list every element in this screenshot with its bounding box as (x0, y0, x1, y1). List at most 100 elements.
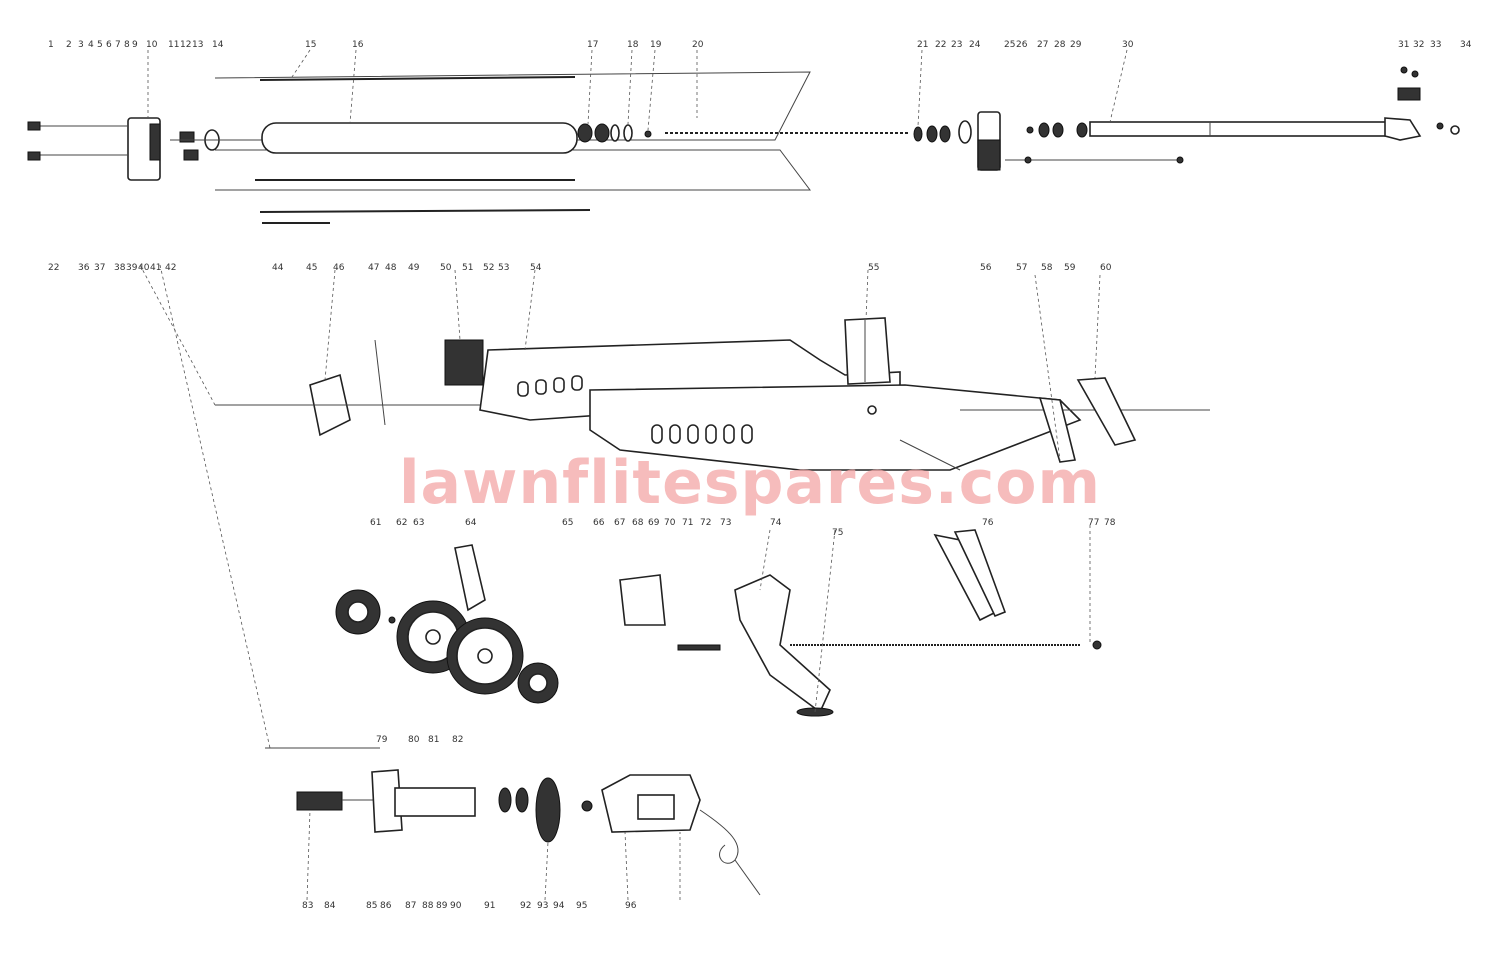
callout-22: 22 (935, 40, 946, 50)
callout-48: 48 (385, 263, 397, 273)
callout-64: 64 (465, 518, 477, 528)
callout-47: 47 (368, 263, 379, 273)
callout-11: 11 (168, 40, 179, 50)
callout-31: 31 (1398, 40, 1409, 50)
callout-81: 81 (428, 735, 439, 745)
callout-10: 10 (146, 40, 158, 50)
motor-housing-body (215, 317, 1210, 471)
callout-1: 1 (48, 40, 54, 50)
callout-40: 40 (138, 263, 150, 273)
callout-numbers-housing: 44 45 46 47 48 49 50 51 52 53 54 55 56 5… (272, 263, 1112, 273)
callout-22-left: 22 (48, 263, 59, 273)
callout-92: 92 (520, 901, 531, 911)
callout-96: 96 (625, 901, 637, 911)
callout-numbers-upper-left-bottom: 22 36 37 38 39 40 41 42 (48, 263, 176, 273)
callout-90: 90 (450, 901, 462, 911)
callout-17: 17 (587, 40, 598, 50)
callout-20: 20 (692, 40, 704, 50)
callout-numbers-gears: 61 62 63 64 (370, 518, 477, 528)
callout-67: 67 (614, 518, 625, 528)
callout-16: 16 (352, 40, 364, 50)
callout-61: 61 (370, 518, 381, 528)
gear-train (335, 544, 559, 704)
callout-19: 19 (650, 40, 662, 50)
callout-87: 87 (405, 901, 416, 911)
callout-23: 23 (951, 40, 962, 50)
callout-6: 6 (106, 40, 112, 50)
callout-91: 91 (484, 901, 495, 911)
bracket-parts (619, 529, 1102, 717)
callout-86: 86 (380, 901, 392, 911)
long-shaft (1089, 66, 1460, 141)
callout-numbers-brackets: 65 66 67 68 69 70 71 72 73 74 75 76 77 7… (562, 518, 1116, 538)
callout-51: 51 (462, 263, 473, 273)
callout-53: 53 (498, 263, 509, 273)
left-end-block (27, 117, 220, 181)
callout-41: 41 (150, 263, 161, 273)
callout-57: 57 (1016, 263, 1027, 273)
callout-60: 60 (1100, 263, 1112, 273)
callout-4: 4 (88, 40, 94, 50)
callout-2: 2 (66, 40, 72, 50)
callout-38: 38 (114, 263, 126, 273)
callout-83: 83 (302, 901, 313, 911)
callout-34: 34 (1460, 40, 1472, 50)
callout-25: 25 (1004, 40, 1015, 50)
callout-7: 7 (115, 40, 121, 50)
callout-88: 88 (422, 901, 434, 911)
callout-44: 44 (272, 263, 284, 273)
callout-33: 33 (1430, 40, 1441, 50)
motor-assembly (265, 747, 761, 896)
callout-74: 74 (770, 518, 782, 528)
callout-89: 89 (436, 901, 448, 911)
callout-75: 75 (832, 528, 843, 538)
callout-84: 84 (324, 901, 336, 911)
callout-13: 13 (192, 40, 203, 50)
callout-94: 94 (553, 901, 565, 911)
callout-26: 26 (1016, 40, 1028, 50)
callout-93: 93 (537, 901, 548, 911)
callout-58: 58 (1041, 263, 1053, 273)
callout-27: 27 (1037, 40, 1048, 50)
callout-85: 85 (366, 901, 377, 911)
callout-numbers-top: 1 2 3 4 5 6 7 8 9 10 11 12 13 14 15 16 1… (48, 40, 1472, 50)
callout-8: 8 (124, 40, 130, 50)
callout-82: 82 (452, 735, 463, 745)
callout-29: 29 (1070, 40, 1082, 50)
callout-62: 62 (396, 518, 407, 528)
callout-36: 36 (78, 263, 90, 273)
callout-32: 32 (1413, 40, 1424, 50)
callout-71: 71 (682, 518, 693, 528)
right-rings (913, 111, 1184, 171)
callout-39: 39 (126, 263, 138, 273)
callout-21: 21 (917, 40, 928, 50)
callout-73: 73 (720, 518, 731, 528)
callout-numbers-motor: 79 80 81 82 83 84 85 86 87 88 89 90 91 9… (302, 735, 637, 911)
callout-95: 95 (576, 901, 587, 911)
callout-54: 54 (530, 263, 542, 273)
callout-12: 12 (180, 40, 191, 50)
callout-52: 52 (483, 263, 494, 273)
callout-46: 46 (333, 263, 345, 273)
callout-59: 59 (1064, 263, 1076, 273)
callout-72: 72 (700, 518, 711, 528)
callout-50: 50 (440, 263, 452, 273)
rings (577, 123, 652, 143)
callout-42: 42 (165, 263, 176, 273)
vent-slots-upper (517, 375, 583, 397)
callout-70: 70 (664, 518, 676, 528)
callout-68: 68 (632, 518, 644, 528)
callout-15: 15 (305, 40, 316, 50)
callout-37: 37 (94, 263, 105, 273)
callout-65: 65 (562, 518, 573, 528)
callout-76: 76 (982, 518, 994, 528)
callout-30: 30 (1122, 40, 1134, 50)
callout-3: 3 (78, 40, 84, 50)
callout-9: 9 (132, 40, 138, 50)
callout-28: 28 (1054, 40, 1066, 50)
callout-49: 49 (408, 263, 420, 273)
callout-24: 24 (969, 40, 981, 50)
callout-69: 69 (648, 518, 660, 528)
callout-66: 66 (593, 518, 605, 528)
